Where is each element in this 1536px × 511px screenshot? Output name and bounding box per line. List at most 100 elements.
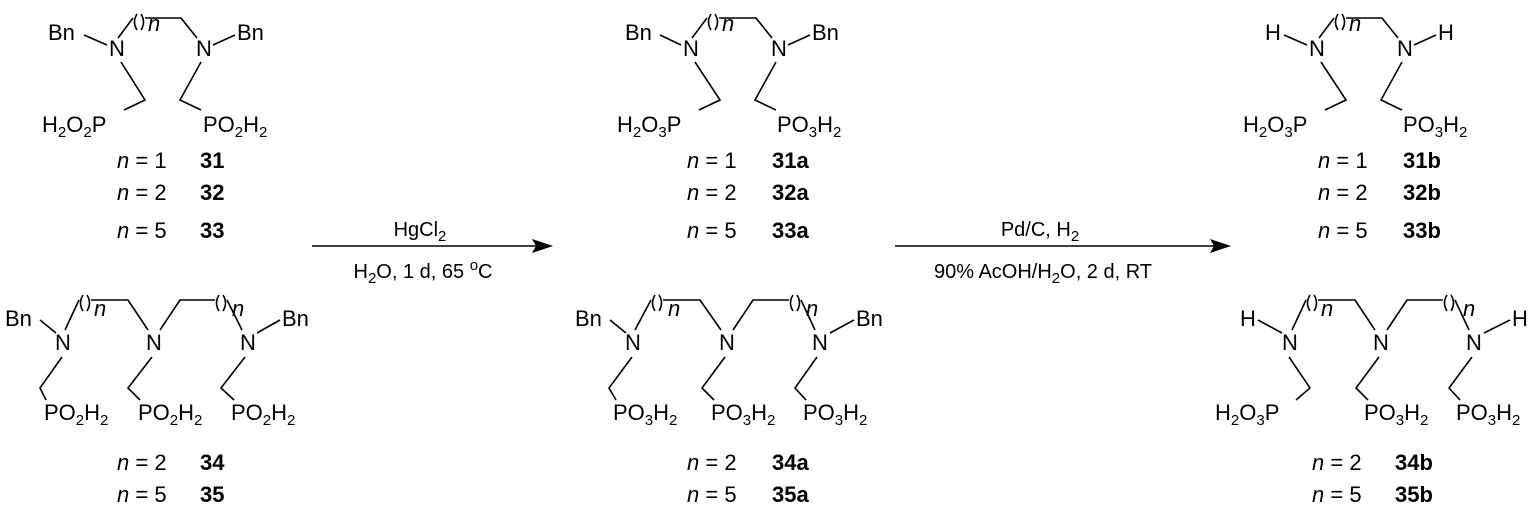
compound-34a: 34a <box>772 450 809 475</box>
bond-n-bn-right <box>829 319 855 334</box>
n-subscript-left: n <box>668 296 680 321</box>
paren-right-2 <box>1450 294 1455 312</box>
n-atom-left: N <box>683 36 699 61</box>
n-atom-2: N <box>1373 330 1389 355</box>
compound-33a: 33a <box>772 218 809 243</box>
po3h2-right: PO3H2 <box>777 112 841 141</box>
bond-chain-1 <box>1318 299 1376 331</box>
bond-ch2-1 <box>608 356 633 401</box>
paren-right-2 <box>796 294 801 312</box>
n-eq-32a: n = 2 <box>687 180 737 205</box>
paren-right <box>140 13 145 31</box>
paren-left-2 <box>1443 294 1448 312</box>
bond-n-ch2-right <box>1379 61 1403 111</box>
bond-n-bn-right <box>256 319 281 334</box>
po3h2-3: PO3H2 <box>1456 400 1520 429</box>
paren-right-2 <box>222 294 227 312</box>
bond-n-chain-left <box>117 17 134 39</box>
paren-right-1 <box>658 294 663 312</box>
bond-chain-3 <box>800 299 816 331</box>
bn-right: Bn <box>812 20 839 45</box>
paren-right <box>1341 13 1346 31</box>
bn-right: Bn <box>282 306 309 331</box>
paren-left-1 <box>1306 294 1311 312</box>
label-list-34b-35b: n = 2 34b n = 5 35b <box>1312 450 1433 507</box>
n-eq-34a: n = 2 <box>687 450 737 475</box>
bond-h-n-left <box>1257 319 1283 334</box>
bond-chain-middle <box>1346 17 1399 39</box>
bond-bn-n-left <box>659 34 682 46</box>
reagent-hgcl2: HgCl2 <box>394 219 447 245</box>
conditions-1: H2O, 1 d, 65 oC <box>354 257 493 287</box>
compound-31b: 31b <box>1403 148 1441 173</box>
h-left: H <box>1265 20 1281 45</box>
structure-31-33: Bn N N Bn n H2O2P PO2H2 <box>42 11 267 141</box>
compound-35a: 35a <box>772 482 809 507</box>
bond-n-chain-left <box>1318 17 1335 39</box>
bond-n-bn-right <box>212 34 236 46</box>
po2h2-2: PO2H2 <box>138 400 202 429</box>
n-eq-33b: n = 5 <box>1318 218 1368 243</box>
n-eq-32b: n = 2 <box>1318 180 1368 205</box>
bond-chain-3 <box>226 299 243 331</box>
bond-chain-middle <box>719 17 773 39</box>
n-atom-1: N <box>1282 330 1298 355</box>
reaction-arrow-2: Pd/C, H2 90% AcOH/H2O, 2 d, RT <box>895 219 1231 287</box>
bn-left: Bn <box>625 20 652 45</box>
compound-32b: 32b <box>1403 180 1441 205</box>
n-subscript: n <box>1349 11 1361 36</box>
paren-right-1 <box>1313 294 1318 312</box>
bond-ch2-2 <box>700 356 726 401</box>
bond-ch2-1 <box>1288 356 1312 401</box>
compound-35b: 35b <box>1395 482 1433 507</box>
po3h2-3: PO3H2 <box>803 400 867 429</box>
h-right: H <box>1512 306 1528 331</box>
structure-34b-35b: H N N N H n n H2O3P PO3H2 PO3H2 <box>1215 294 1528 429</box>
po3h2-2: PO3H2 <box>711 400 775 429</box>
n-eq-31b: n = 1 <box>1318 148 1368 173</box>
compound-33: 33 <box>200 218 224 243</box>
bond-chain-2 <box>1386 299 1443 331</box>
arrowhead-2 <box>1210 239 1231 253</box>
compound-35: 35 <box>200 482 224 507</box>
bond-n-ch2-right <box>178 61 202 111</box>
bond-n-chain-left <box>691 17 708 39</box>
bond-bn-n-left <box>609 319 627 334</box>
n-atom-3: N <box>1466 330 1482 355</box>
bond-ch2-3 <box>793 356 818 401</box>
n-atom-right: N <box>196 36 212 61</box>
n-eq-32: n = 2 <box>117 180 167 205</box>
conditions-2: 90% AcOH/H2O, 2 d, RT <box>934 261 1152 287</box>
reaction-arrow-1: HgCl2 H2O, 1 d, 65 oC <box>312 219 553 287</box>
compound-31a: 31a <box>772 148 809 173</box>
structure-34a-35a: Bn N N N Bn n n PO3H2 PO3H2 PO3H2 <box>575 294 883 429</box>
bond-bn-n-left <box>39 319 57 334</box>
n-eq-35b: n = 5 <box>1312 482 1362 507</box>
paren-left-2 <box>215 294 220 312</box>
po3h2-right: PO3H2 <box>1403 112 1467 141</box>
n-eq-35a: n = 5 <box>687 482 737 507</box>
bond-ch2-2 <box>126 356 153 401</box>
bond-n-ch2-left <box>120 61 147 111</box>
n-subscript-left: n <box>94 296 106 321</box>
n-atom-right: N <box>771 36 787 61</box>
bond-n-ch2-left <box>1320 61 1348 111</box>
bond-n-h-right <box>1483 319 1511 334</box>
structure-31a-33a: Bn N N Bn n H2O3P PO3H2 <box>617 11 841 141</box>
n-eq-31: n = 1 <box>117 148 167 173</box>
n-atom-3: N <box>240 330 256 355</box>
n-atom-1: N <box>625 330 641 355</box>
h-left: H <box>1240 306 1256 331</box>
bond-bn-n-left <box>83 34 108 46</box>
bond-n-ch2-right <box>753 61 777 111</box>
n-eq-31a: n = 1 <box>687 148 737 173</box>
arrowhead-1 <box>532 239 553 253</box>
bond-n-chain-left <box>64 299 80 331</box>
compound-32a: 32a <box>772 180 809 205</box>
label-list-31-33: n = 1 31 n = 2 32 n = 5 33 <box>117 148 224 243</box>
paren-left <box>133 13 138 31</box>
po2h2-3: PO2H2 <box>231 400 295 429</box>
compound-33b: 33b <box>1403 218 1441 243</box>
bond-chain-1 <box>663 299 722 331</box>
bn-left: Bn <box>5 306 32 331</box>
